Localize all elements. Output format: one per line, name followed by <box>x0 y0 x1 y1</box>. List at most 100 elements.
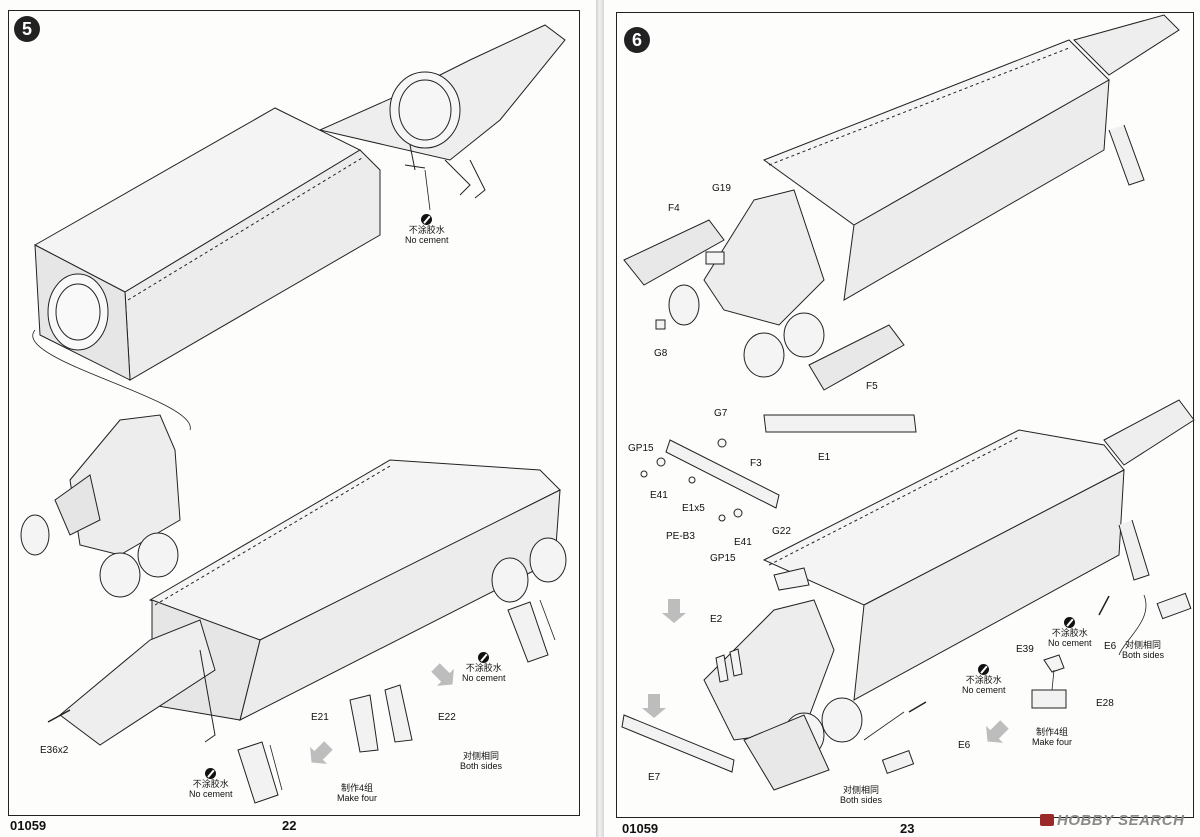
both-sides-note: 对侧相同 Both sides <box>1122 640 1165 660</box>
page-number: 22 <box>282 818 297 833</box>
end-plate-circle <box>47 273 109 351</box>
part-label-gp15: GP15 <box>710 553 736 564</box>
part-label-e6: E6 <box>958 740 971 751</box>
book-spine <box>596 0 604 837</box>
wheel <box>491 557 529 603</box>
no-cement-note: 不涂胶水 No cement <box>462 652 506 683</box>
container-side-face <box>843 79 1110 301</box>
part-label-f4: F4 <box>668 203 680 214</box>
guide-line <box>32 329 191 431</box>
part-label-e41: E41 <box>650 490 668 501</box>
stabilizer-leg <box>1118 519 1150 581</box>
wheel <box>821 697 863 743</box>
direction-arrow <box>431 663 454 686</box>
wheel <box>137 532 179 578</box>
part-g8 <box>655 319 666 330</box>
part-label-f3: F3 <box>750 458 762 469</box>
hobby-search-logo-icon <box>1040 814 1054 826</box>
front-bogie-body <box>703 189 825 326</box>
part-f3 <box>665 439 780 509</box>
rear-pivot-ring <box>389 71 461 149</box>
wheel <box>783 312 825 358</box>
part-g7 <box>717 438 727 448</box>
part-label-e41: E41 <box>734 537 752 548</box>
stabilizer-leg <box>507 601 549 663</box>
direction-arrow <box>310 741 333 764</box>
no-cement-icon <box>478 652 490 664</box>
fender <box>743 714 830 791</box>
both-sides-note: 对侧相同 Both sides <box>840 785 883 805</box>
wheel <box>668 284 700 326</box>
part-e39 <box>1043 654 1065 673</box>
part-e6 <box>908 701 927 713</box>
direction-arrow <box>662 599 686 623</box>
part-label-g19: G19 <box>712 183 731 194</box>
part-label-g22: G22 <box>772 526 791 537</box>
part-e6 <box>1098 595 1110 616</box>
no-cement-note: 不涂胶水 No cement <box>962 664 1006 695</box>
part-label-f5: F5 <box>866 381 878 392</box>
part-f5 <box>808 324 905 391</box>
assembly-illustration-step-6 <box>621 14 1195 791</box>
kit-code: 01059 <box>10 818 47 833</box>
part-label-e7: E7 <box>648 772 661 783</box>
hobby-search-watermark: HOBBY SEARCH <box>1040 812 1184 829</box>
wheel <box>99 552 141 598</box>
no-cement-icon <box>205 768 217 780</box>
page-frame <box>8 10 580 816</box>
kit-code: 01059 <box>622 821 659 836</box>
wheel <box>20 514 50 556</box>
lower-container-top <box>762 429 1125 606</box>
part-label-g8: G8 <box>654 348 668 359</box>
part-e1x5 <box>688 476 696 484</box>
wheel <box>743 332 785 378</box>
no-cement-note: 不涂胶水 No cement <box>405 214 449 245</box>
no-cement-icon <box>978 664 990 676</box>
both-sides-note: 对侧相同 Both sides <box>460 751 503 771</box>
part-e28 <box>1031 689 1067 709</box>
make-four-note: 制作4组 Make four <box>337 783 378 803</box>
make-four-note: 制作4组 Make four <box>1032 727 1073 747</box>
direction-arrow <box>642 694 666 718</box>
no-cement-icon <box>1064 617 1076 629</box>
part-label-pe-b3: PE-B3 <box>666 531 695 542</box>
part-e1 <box>763 414 917 433</box>
part-e6 <box>881 749 915 775</box>
direction-arrow <box>986 720 1009 743</box>
part-e21 <box>349 694 379 753</box>
part-gp15 <box>640 470 648 478</box>
part-label-g7: G7 <box>714 408 728 419</box>
stabilizer-leg <box>1108 124 1145 186</box>
part-label-e36: E36x2 <box>40 745 69 756</box>
no-cement-icon <box>421 214 433 226</box>
instruction-page-23: 6 <box>604 0 1200 837</box>
part-pe-b3 <box>718 514 726 522</box>
lower-container-side <box>853 469 1125 701</box>
step-number-badge: 6 <box>624 27 650 53</box>
assembly-illustration-step-5 <box>20 24 567 804</box>
part-label-e1x5: E1x5 <box>682 503 705 514</box>
part-label-gp15: GP15 <box>628 443 654 454</box>
part-label-e2: E2 <box>710 614 723 625</box>
part-e2 <box>715 654 729 683</box>
front-bogie-body <box>703 599 835 741</box>
step-number-badge: 5 <box>14 16 40 42</box>
part-label-e6: E6 <box>1104 641 1117 652</box>
part-e41 <box>733 508 743 518</box>
part-e22 <box>384 684 413 743</box>
page-frame <box>616 12 1194 818</box>
part-g22 <box>773 567 810 591</box>
no-cement-note: 不涂胶水 No cement <box>189 768 233 799</box>
part-e2 <box>729 648 743 677</box>
lower-erector <box>59 619 216 746</box>
stabilizer-leg <box>237 741 279 804</box>
erector-arm <box>1073 14 1180 76</box>
page-number: 23 <box>900 821 915 836</box>
part-g19 <box>705 251 725 265</box>
part-f4 <box>623 219 725 286</box>
no-cement-note: 不涂胶水 No cement <box>1048 617 1092 648</box>
part-label-e21: E21 <box>311 712 329 723</box>
part-label-e39: E39 <box>1016 644 1034 655</box>
part-e6 <box>1156 592 1192 620</box>
part-e36 <box>47 709 71 723</box>
